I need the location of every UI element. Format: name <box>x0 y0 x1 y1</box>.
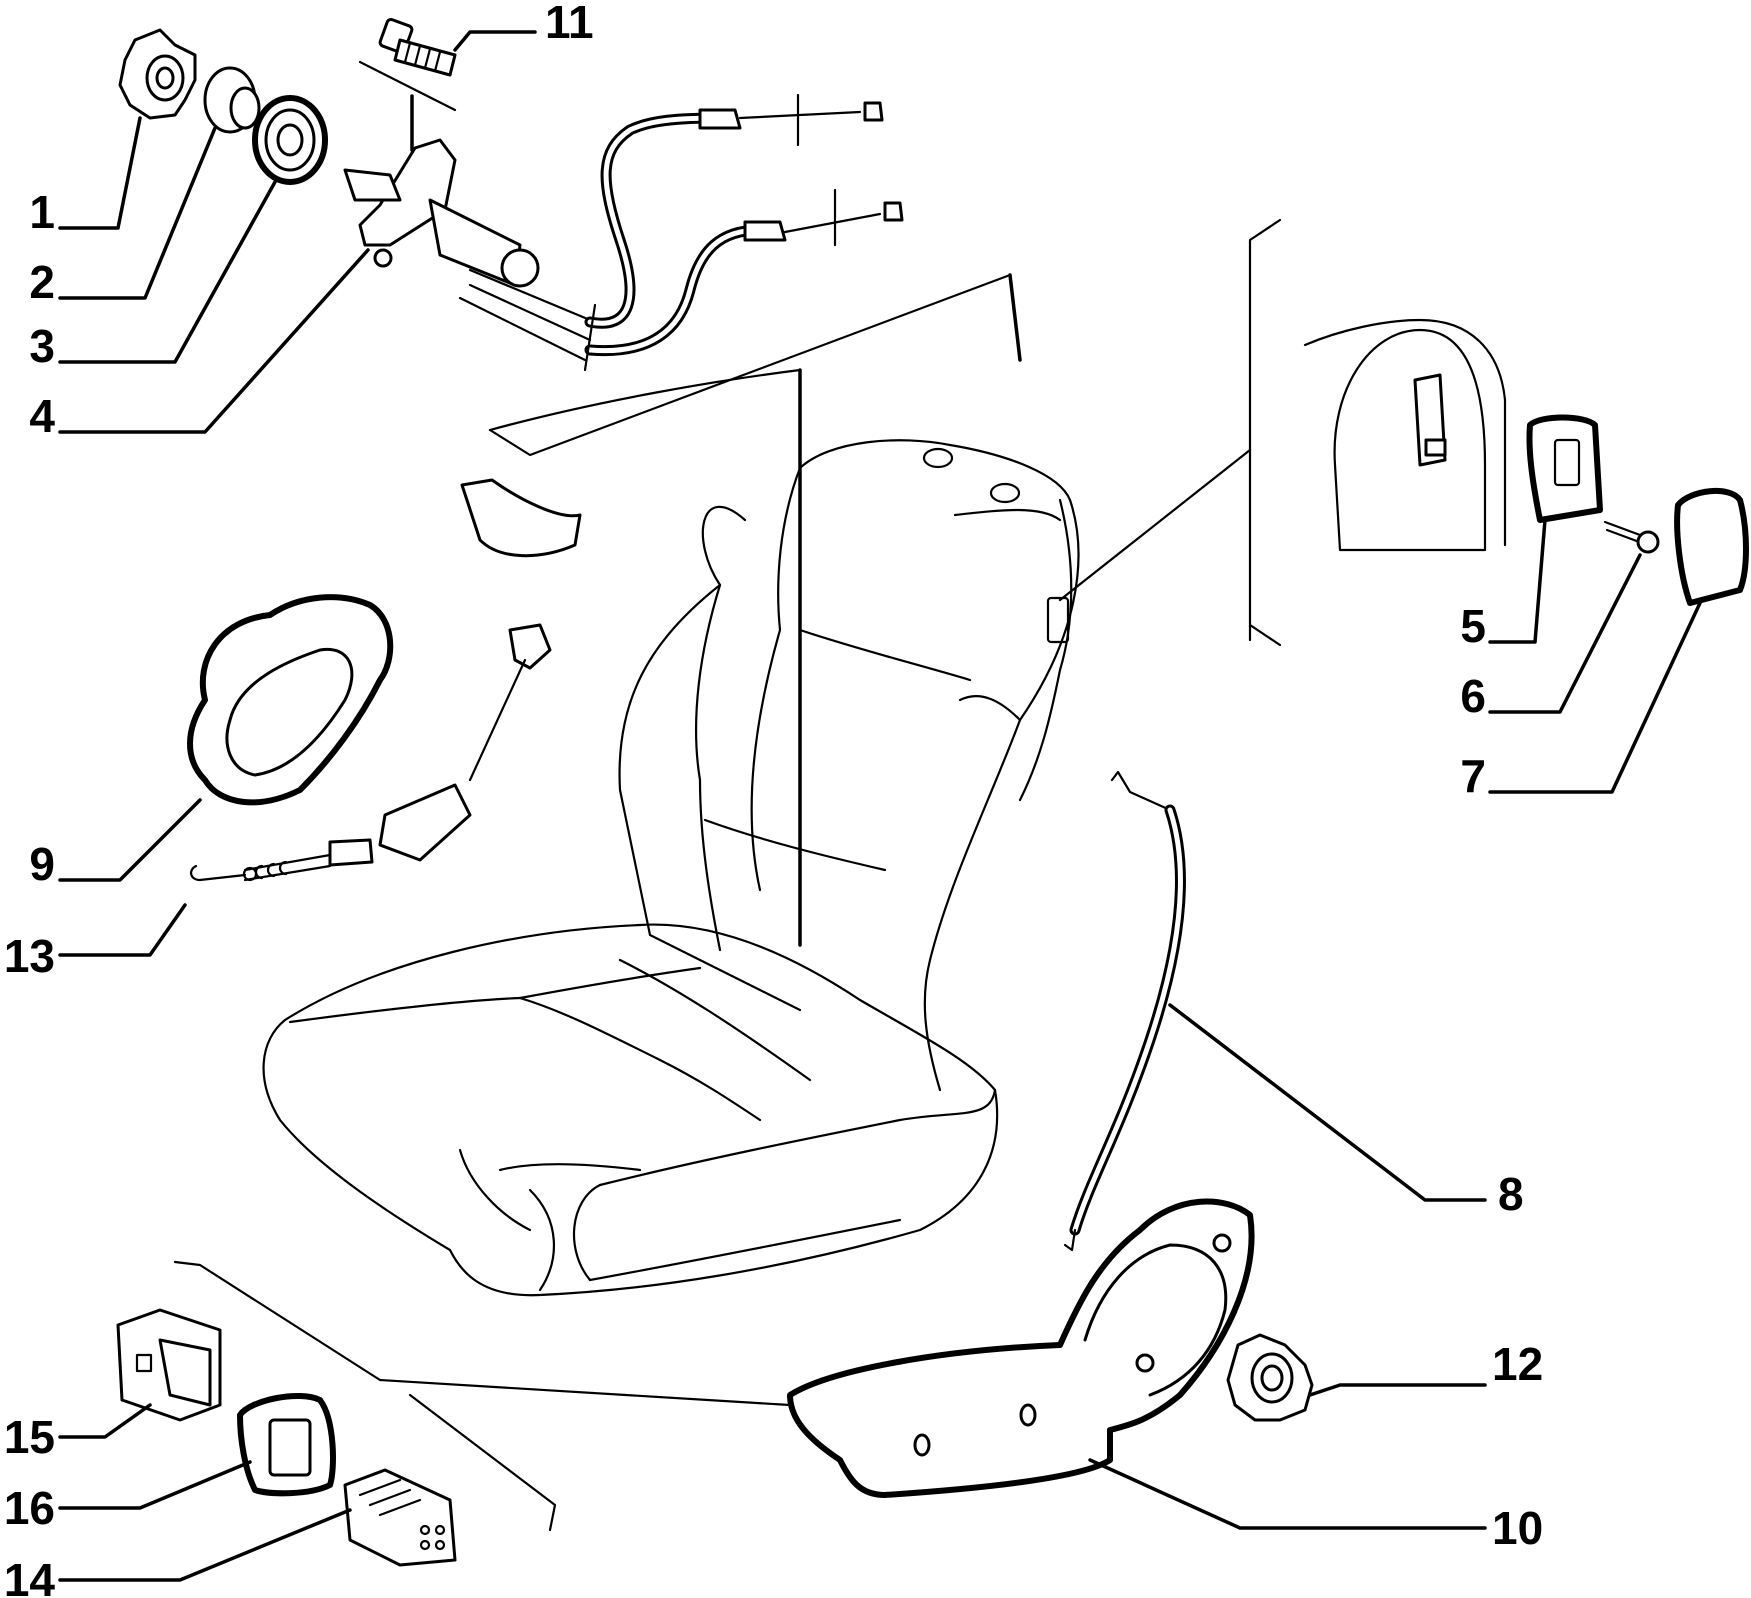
callout-15: 15 <box>4 1411 55 1463</box>
part-1-knob <box>118 28 197 120</box>
part-2-bushing <box>203 66 261 134</box>
callout-14: 14 <box>4 1554 56 1598</box>
part-9-trim-cover <box>187 594 394 806</box>
callout-5: 5 <box>1460 600 1486 652</box>
seat-assembly <box>262 439 1080 1297</box>
callout-10: 10 <box>1492 1502 1543 1554</box>
callout-13: 13 <box>4 930 55 982</box>
switch-group-leaders <box>173 1260 792 1532</box>
callout-9: 9 <box>29 838 55 890</box>
callout-2: 2 <box>29 256 55 308</box>
part-10-side-panel <box>787 1198 1255 1498</box>
callout-8: 8 <box>1498 1168 1524 1220</box>
callout-leaders <box>58 30 1702 1582</box>
part-4-recliner-mechanism <box>343 60 1022 947</box>
callout-7: 7 <box>1460 750 1486 802</box>
part-12-knob <box>1226 1333 1314 1422</box>
part-14-switch <box>343 1468 457 1567</box>
callout-labels: 1 2 3 4 5 6 7 8 9 10 11 12 13 14 15 16 <box>4 0 1543 1598</box>
callout-3: 3 <box>29 320 55 372</box>
callout-16: 16 <box>4 1482 55 1534</box>
callout-4: 4 <box>29 390 55 442</box>
callout-11: 11 <box>545 0 594 48</box>
part-13-release-lever <box>190 478 582 882</box>
part-3-washer <box>252 95 328 185</box>
part-15-switch-housing <box>116 1308 222 1422</box>
callout-1: 1 <box>29 186 55 238</box>
headrest-detail <box>1058 218 1507 647</box>
part-6-screw <box>1603 520 1660 554</box>
part-11-bolt <box>378 18 457 77</box>
part-7-cover <box>1674 487 1749 606</box>
callout-12: 12 <box>1492 1338 1543 1390</box>
part-5-cap <box>1526 414 1603 523</box>
callout-6: 6 <box>1460 670 1486 722</box>
part-8-release-rod <box>1063 770 1186 1252</box>
part-16-bezel <box>237 1392 336 1497</box>
